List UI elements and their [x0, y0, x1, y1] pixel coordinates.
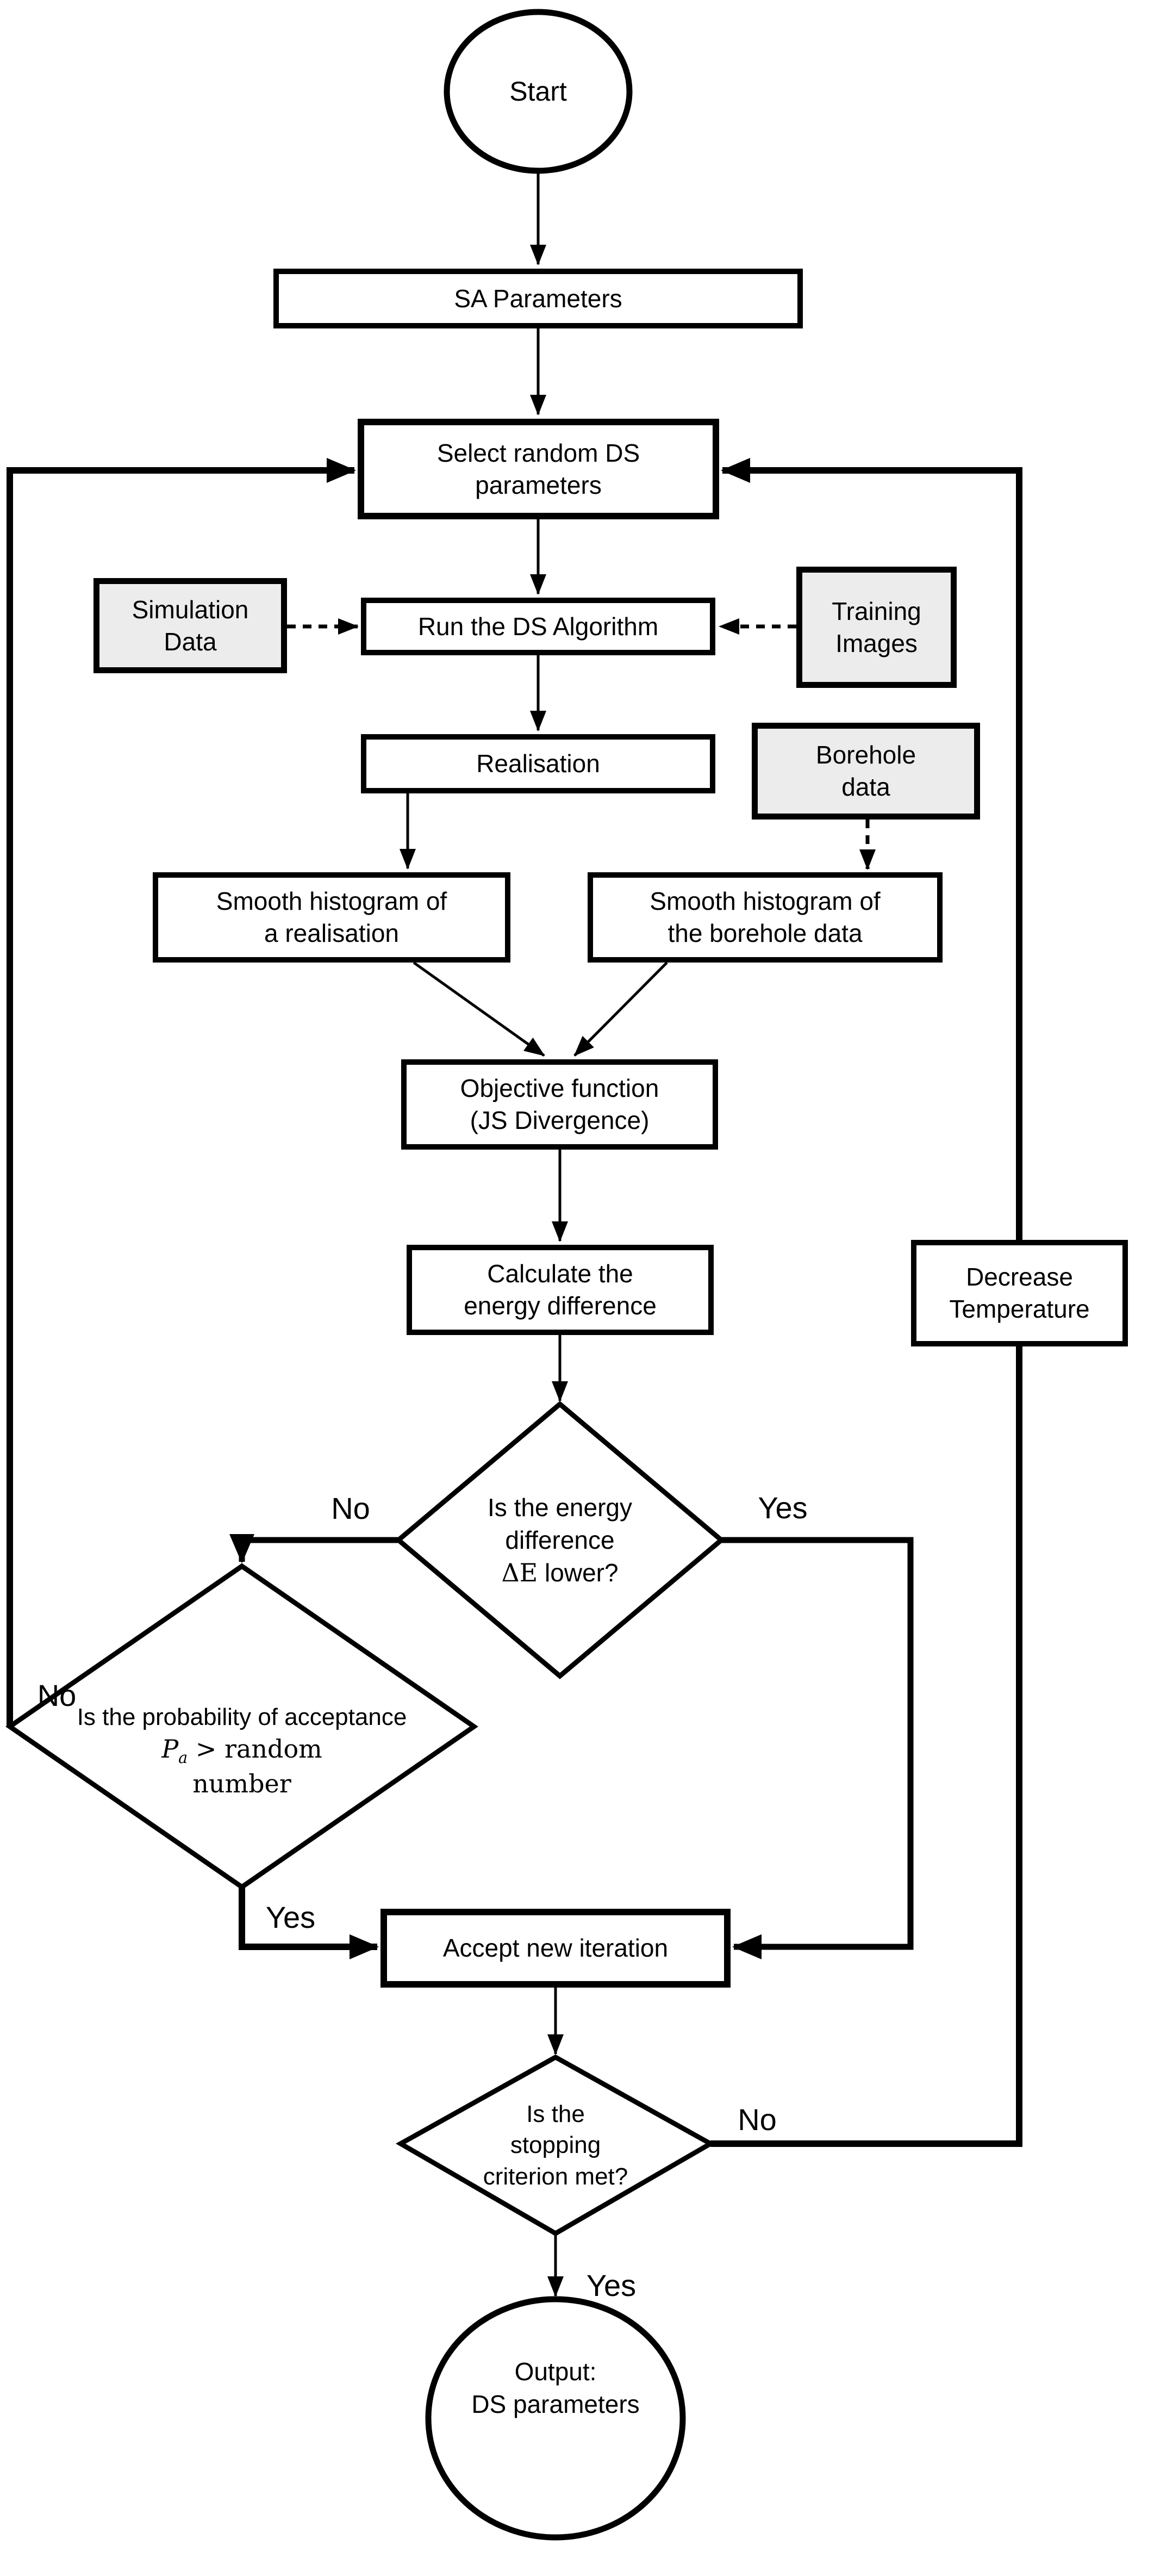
- run-ds-algorithm-box: Run the DS Algorithm: [361, 598, 715, 655]
- sa-parameters-box: SA Parameters: [273, 269, 803, 328]
- simulation-data-label-line1: Simulation: [132, 595, 249, 624]
- run-ds-algorithm-label: Run the DS Algorithm: [417, 612, 659, 641]
- decrease-temperature-line2: Temperature: [949, 1295, 1090, 1323]
- calculate-energy-line2: energy difference: [464, 1292, 657, 1320]
- arrow-histbore-to-objective: [573, 961, 668, 1057]
- select-random-ds-box: Select random DS parameters: [358, 419, 719, 519]
- edge-label-energy-yes: Yes: [758, 1490, 808, 1525]
- accept-new-iteration-box: Accept new iteration: [380, 1909, 731, 1988]
- calculate-energy-line1: Calculate the: [487, 1259, 633, 1288]
- decrease-temperature-line1: Decrease: [966, 1263, 1073, 1292]
- realisation-box: Realisation: [361, 734, 715, 793]
- stopping-decision-line2: stopping: [510, 2132, 601, 2159]
- probability-decision-diamond-shape: [5, 1563, 478, 1890]
- probability-symbol: P: [161, 1734, 179, 1764]
- start-label-text: Start: [509, 76, 567, 107]
- simulation-data-box: Simulation Data: [93, 578, 287, 673]
- select-random-ds-label-line2: parameters: [475, 470, 602, 499]
- arrow-histreal-to-objective: [413, 961, 545, 1057]
- smooth-histogram-borehole-line1: Smooth histogram of: [650, 887, 881, 916]
- edge-label-probability-yes: Yes: [265, 1900, 316, 1934]
- edge-energy-yes-path: [721, 1537, 914, 1959]
- output-terminator-shape: [425, 2296, 686, 2541]
- output-line1: Output:: [514, 2357, 597, 2386]
- output-line2: DS parameters: [471, 2390, 640, 2418]
- stopping-decision-diamond-shape: [395, 2054, 716, 2237]
- borehole-data-label-line2: data: [841, 773, 890, 801]
- stopping-decision-label: Is the stopping criterion met?: [462, 2076, 649, 2214]
- energy-decision-label: Is the energy difference ΔE lower?: [440, 1451, 679, 1630]
- edge-label-energy-no: No: [331, 1491, 370, 1525]
- start-terminator-label: Start: [447, 23, 629, 160]
- edge-energy-no-path: [229, 1534, 398, 1563]
- smooth-histogram-borehole-box: Smooth histogram of the borehole data: [588, 872, 943, 963]
- training-images-label-line1: Training: [832, 597, 921, 625]
- calculate-energy-difference-box: Calculate the energy difference: [407, 1245, 714, 1335]
- energy-symbol: E: [519, 1557, 538, 1587]
- output-terminator-label: Output: DS parameters: [428, 2329, 683, 2448]
- stopping-decision-line1: Is the: [526, 2101, 585, 2128]
- stopping-decision-line3: criterion met?: [483, 2163, 628, 2190]
- probability-decision-line1: Is the probability of acceptance: [77, 1704, 407, 1731]
- objective-function-line1: Objective function: [460, 1074, 659, 1103]
- delta-symbol: Δ: [501, 1557, 520, 1587]
- realisation-label: Realisation: [476, 749, 600, 778]
- training-images-label-line2: Images: [835, 629, 918, 657]
- select-random-ds-label-line1: Select random DS: [436, 438, 640, 467]
- smooth-histogram-borehole-line2: the borehole data: [668, 919, 863, 947]
- sa-parameters-label: SA Parameters: [454, 284, 622, 313]
- simulation-data-label-line2: Data: [164, 627, 217, 656]
- objective-function-line2: (JS Divergence): [470, 1106, 650, 1134]
- smooth-histogram-realisation-line1: Smooth histogram of: [216, 887, 447, 916]
- energy-decision-line3: ΔE lower?: [501, 1557, 618, 1590]
- probability-decision-line3: number: [192, 1768, 291, 1798]
- borehole-data-label-line1: Borehole: [815, 741, 916, 769]
- probability-symbol-subscript: a: [178, 1748, 188, 1767]
- energy-decision-line2: difference: [505, 1526, 615, 1555]
- edge-label-stopping-no: No: [738, 2102, 777, 2137]
- edge-label-stopping-yes: Yes: [586, 2268, 637, 2302]
- edge-probability-no-feedback-path: [7, 458, 356, 1727]
- edge-label-probability-no: No: [37, 1678, 77, 1712]
- probability-comparison: > random: [195, 1734, 322, 1764]
- start-terminator-shape: [444, 9, 633, 174]
- decrease-temperature-box: Decrease Temperature: [911, 1240, 1128, 1346]
- energy-decision-line3-rest: lower?: [545, 1558, 619, 1587]
- smooth-histogram-realisation-box: Smooth histogram of a realisation: [153, 872, 510, 963]
- energy-decision-diamond-shape: [395, 1401, 725, 1679]
- objective-function-box: Objective function (JS Divergence): [401, 1059, 718, 1150]
- accept-new-iteration-label: Accept new iteration: [442, 1934, 669, 1963]
- edge-probability-yes-path: [239, 1887, 379, 1959]
- borehole-data-box: Borehole data: [752, 723, 980, 820]
- training-images-box: Training Images: [796, 567, 957, 688]
- probability-decision-line2: Pa > random: [161, 1733, 322, 1768]
- smooth-histogram-realisation-line2: a realisation: [264, 919, 400, 947]
- energy-decision-line1: Is the energy: [488, 1493, 632, 1522]
- probability-decision-label: Is the probability of acceptance Pa > ra…: [30, 1683, 454, 1819]
